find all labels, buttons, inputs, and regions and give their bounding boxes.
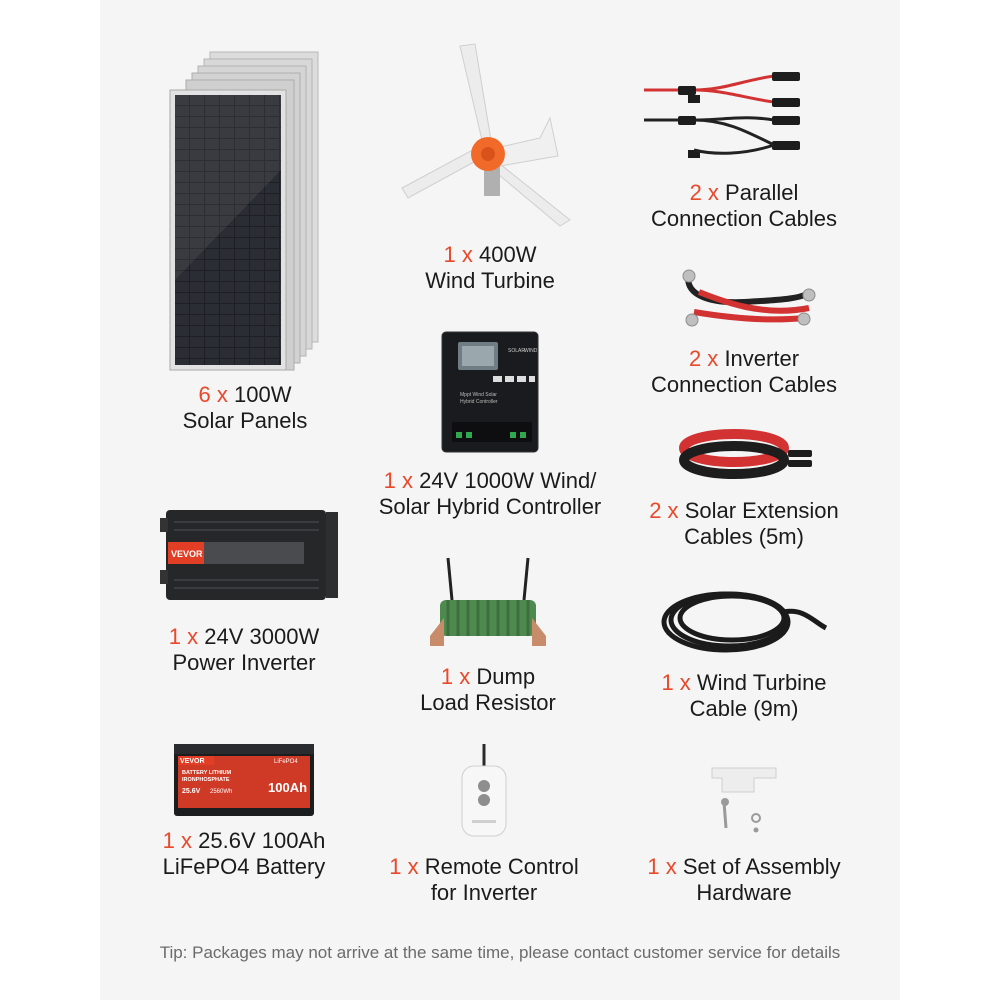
- battery-energy-text: 2560Wh: [210, 789, 232, 795]
- lifepo4-battery-icon: VEVOR LiFePO4 BATTERY LITHIUM IRONPHOSPH…: [174, 744, 314, 816]
- battery-desc-line1: BATTERY LITHIUM: [182, 770, 232, 776]
- item-title-line1: 24V 3000W: [204, 624, 320, 649]
- item-quantity: 1 x: [440, 664, 471, 689]
- assembly-hardware-icon: [711, 767, 777, 833]
- item-title-line2: Solar Hybrid Controller: [378, 494, 602, 519]
- item-power-inverter: VEVOR 1 x 24V 3000W Power Inverter: [104, 498, 384, 678]
- item-wind-turbine-cable: 1 x Wind Turbine Cable (9m): [604, 582, 884, 722]
- item-title-line2: Cables (5m): [684, 524, 804, 549]
- item-title-line1: Set of Assembly: [682, 854, 841, 879]
- battery-desc-line2: IRONPHOSPHATE: [182, 777, 230, 783]
- controller-title-line2: Hybrid Controller: [460, 399, 498, 405]
- item-title-line2: for Inverter: [430, 880, 538, 905]
- item-title-line2: Load Resistor: [420, 690, 556, 715]
- item-quantity: 2 x: [689, 180, 719, 205]
- inverter-brand-text: VEVOR: [171, 549, 203, 559]
- item-label: 2 x Solar Extension Cables (5m): [604, 498, 884, 550]
- battery-cable-icon: [682, 269, 816, 327]
- item-title-line2: Wind Turbine: [425, 268, 555, 293]
- item-label: 1 x Dump Load Resistor: [348, 664, 628, 716]
- item-quantity: 2 x: [688, 346, 719, 371]
- item-label: 1 x 25.6V 100Ah LiFePO4 Battery: [104, 828, 384, 880]
- item-quantity: 1 x: [168, 624, 199, 649]
- item-quantity: 1 x: [383, 468, 413, 493]
- item-title-line1: 400W: [479, 242, 537, 267]
- item-title-line2: Power Inverter: [172, 650, 316, 675]
- battery-chem-text: LiFePO4: [274, 759, 298, 765]
- item-title-line1: Inverter: [724, 346, 800, 371]
- item-dump-load-resistor: 1 x Dump Load Resistor: [348, 548, 628, 718]
- item-title-line2: LiFePO4 Battery: [162, 854, 326, 879]
- solar-panel-icon: [169, 51, 319, 371]
- item-label: 2 x Parallel Connection Cables: [604, 180, 884, 232]
- hybrid-controller-icon: SOLAR WIND Mppt Wind Solar Hybrid Contro…: [441, 331, 539, 453]
- item-inverter-cables: 2 x Inverter Connection Cables: [604, 262, 884, 402]
- item-title-line1: 100W: [234, 382, 292, 407]
- item-title-line2: Solar Panels: [182, 408, 308, 433]
- item-title-line1: Remote Control: [424, 854, 579, 879]
- power-inverter-icon: VEVOR: [160, 510, 338, 600]
- item-quantity: 1 x: [661, 670, 691, 695]
- item-quantity: 1 x: [389, 854, 419, 879]
- item-quantity: 1 x: [162, 828, 192, 853]
- item-hybrid-controller: SOLAR WIND Mppt Wind Solar Hybrid Contro…: [360, 330, 620, 520]
- controller-solar-label: SOLAR: [508, 348, 525, 354]
- item-assembly-hardware: 1 x Set of Assembly Hardware: [604, 762, 884, 905]
- item-title-line1: Parallel: [725, 180, 799, 205]
- item-parallel-cables: 2 x Parallel Connection Cables: [604, 60, 884, 240]
- item-title-line2: Connection Cables: [651, 206, 837, 231]
- item-label: 2 x Inverter Connection Cables: [604, 346, 884, 398]
- item-label: 1 x Remote Control for Inverter: [344, 854, 624, 906]
- item-quantity: 6 x: [198, 382, 228, 407]
- turbine-cable-coil-icon: [661, 591, 828, 653]
- y-connector-cable-icon: [644, 72, 800, 158]
- item-title-line2: Cable (9m): [689, 696, 799, 721]
- item-label: 6 x 100W Solar Panels: [105, 382, 385, 434]
- battery-brand-text: VEVOR: [180, 758, 205, 765]
- item-quantity: 2 x: [649, 498, 679, 523]
- item-wind-turbine: 1 x 400W Wind Turbine: [390, 38, 590, 298]
- item-remote-control: 1 x Remote Control for Inverter: [344, 742, 624, 905]
- battery-capacity-text: 100Ah: [268, 780, 307, 795]
- item-label: 1 x Wind Turbine Cable (9m): [604, 670, 884, 722]
- item-title-line1: 25.6V 100Ah: [198, 828, 326, 853]
- item-solar-extension-cables: 2 x Solar Extension Cables (5m): [604, 428, 884, 553]
- remote-control-icon: [461, 744, 507, 837]
- item-label: 1 x 24V 3000W Power Inverter: [104, 624, 384, 676]
- item-title-line1: Wind Turbine: [696, 670, 827, 695]
- controller-wind-label: WIND: [524, 348, 538, 354]
- item-title-line2: Hardware: [696, 880, 792, 905]
- item-title-line1: Dump: [476, 664, 536, 689]
- battery-voltage-text: 25.6V: [182, 788, 201, 795]
- shipping-tip: Tip: Packages may not arrive at the same…: [159, 943, 841, 962]
- item-title-line2: Connection Cables: [651, 372, 837, 397]
- dump-load-resistor-icon: [430, 557, 546, 646]
- item-label: 1 x 400W Wind Turbine: [350, 242, 630, 294]
- item-title-line1: 24V 1000W Wind/: [419, 468, 597, 493]
- item-title-line1: Solar Extension: [684, 498, 839, 523]
- controller-title-line1: Mppt Wind Solar: [460, 392, 497, 398]
- wind-turbine-icon: [401, 43, 571, 227]
- item-label: 1 x 24V 1000W Wind/ Solar Hybrid Control…: [350, 468, 630, 520]
- item-label: 1 x Set of Assembly Hardware: [604, 854, 884, 906]
- item-solar-panels: 6 x 100W Solar Panels: [160, 40, 330, 440]
- item-quantity: 1 x: [647, 854, 677, 879]
- item-quantity: 1 x: [443, 242, 473, 267]
- extension-cable-coil-icon: [679, 429, 812, 479]
- item-lifepo4-battery: VEVOR LiFePO4 BATTERY LITHIUM IRONPHOSPH…: [104, 738, 384, 888]
